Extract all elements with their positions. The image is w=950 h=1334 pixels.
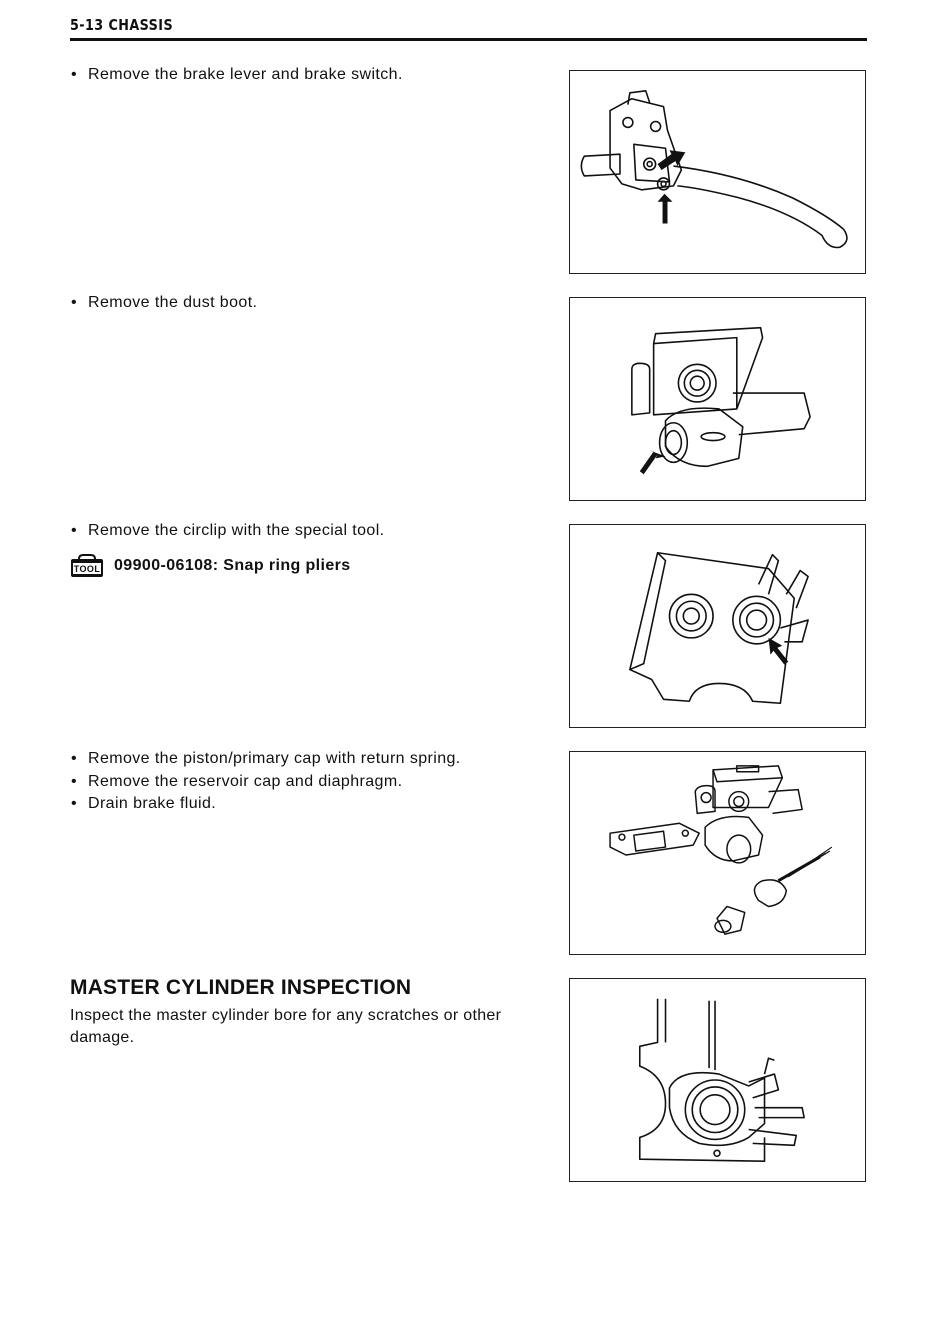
bullet-item: Remove the circlip with the special tool…	[70, 520, 550, 543]
arrow-markers	[768, 637, 789, 665]
step-dust-boot: Remove the dust boot.	[70, 292, 550, 315]
section-heading: MASTER CYLINDER INSPECTION	[70, 976, 412, 999]
inspection-section: MASTER CYLINDER INSPECTION Inspect the m…	[70, 976, 550, 1049]
bullet-item: Remove the dust boot.	[70, 292, 550, 315]
tool-icon: TOOL	[71, 553, 103, 577]
bullet-item: Remove the reservoir cap and diaphragm.	[70, 771, 550, 794]
tool-icon-label: TOOL	[74, 564, 101, 574]
step-circlip: Remove the circlip with the special tool…	[70, 520, 550, 578]
bullet-item: Drain brake fluid.	[70, 793, 550, 816]
step-brake-lever: Remove the brake lever and brake switch.	[70, 64, 550, 87]
figure-dust-boot	[569, 297, 866, 501]
tool-name: 09900-06108: Snap ring pliers	[114, 556, 351, 574]
special-tool-line: TOOL 09900-06108: Snap ring pliers	[70, 553, 550, 578]
figure-cylinder-bore	[569, 978, 866, 1182]
step-piston-removal: Remove the piston/primary cap with retur…	[70, 748, 550, 816]
page-header: 5-13 CHASSIS	[70, 16, 867, 41]
inspection-text: Inspect the master cylinder bore for any…	[70, 1007, 502, 1046]
figure-circlip	[569, 524, 866, 728]
figure-brake-lever	[569, 70, 866, 274]
arrow-markers	[657, 150, 686, 224]
bullet-item: Remove the piston/primary cap with retur…	[70, 748, 550, 771]
figure-exploded-parts	[569, 751, 866, 955]
arrow-markers	[639, 450, 666, 475]
bullet-item: Remove the brake lever and brake switch.	[70, 64, 550, 87]
page-label: 5-13 CHASSIS	[70, 16, 174, 34]
